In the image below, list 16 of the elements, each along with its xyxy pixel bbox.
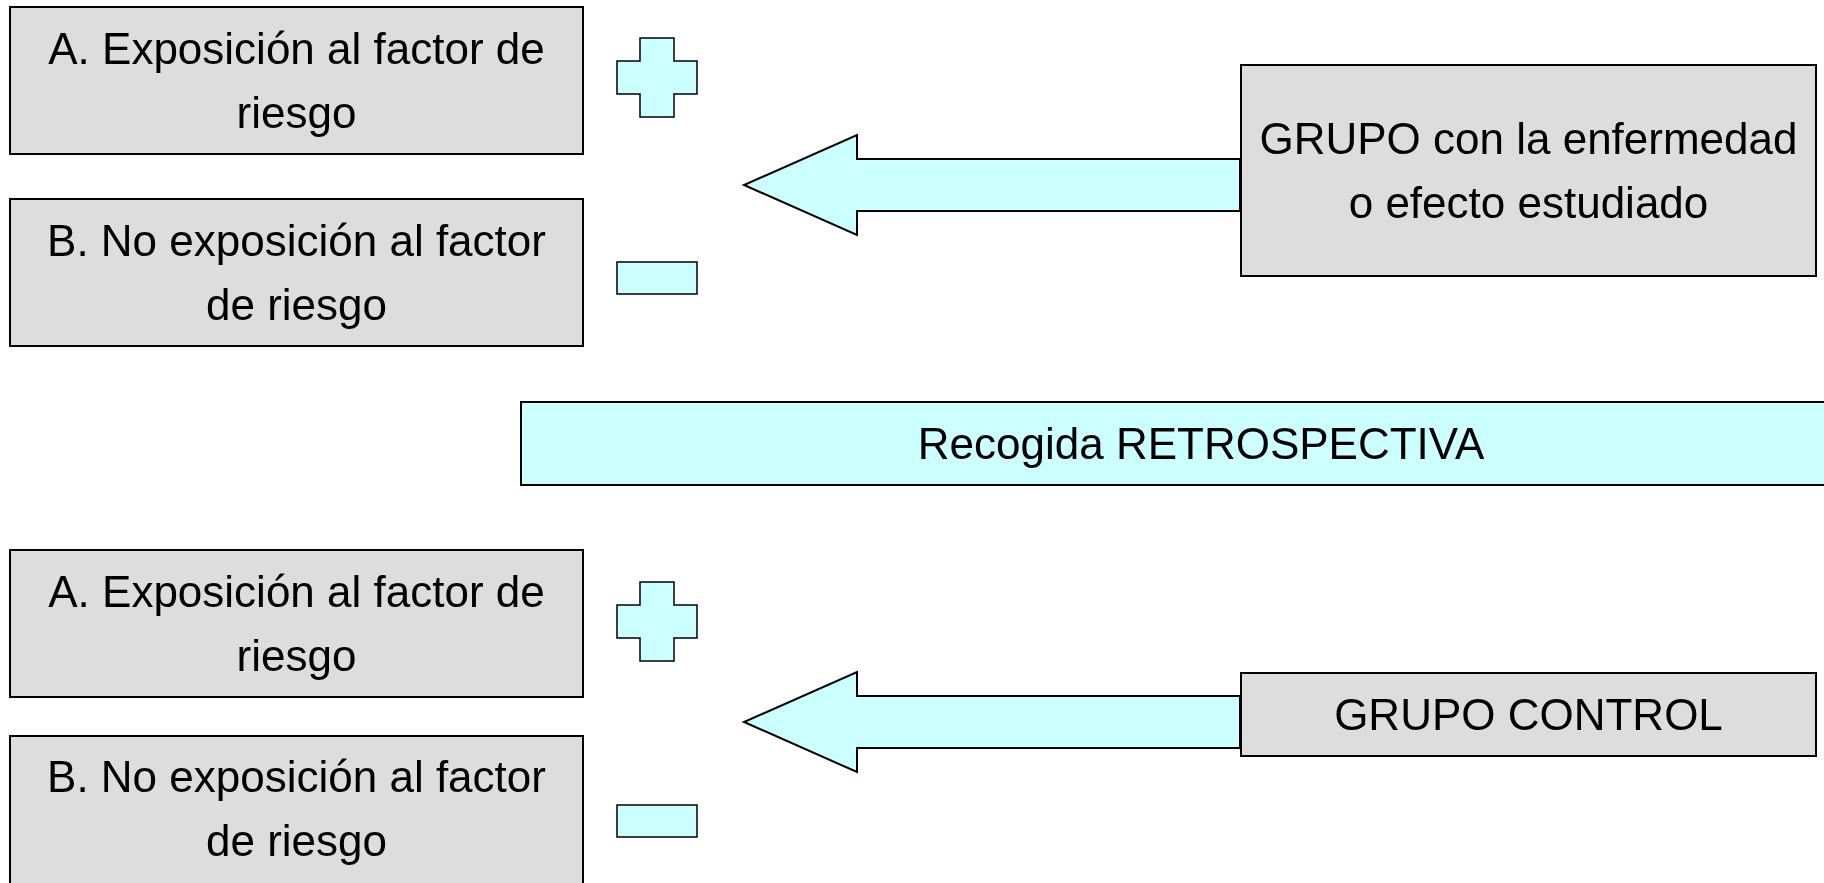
process-box <box>1240 64 1817 277</box>
box-label: B. No exposición al factor de riesgo <box>46 751 547 867</box>
banner-box <box>520 401 1824 486</box>
block-arrow <box>741 670 1241 774</box>
process-box <box>9 6 584 155</box>
box-label: A. Exposición al factor de riesgo <box>47 22 546 139</box>
box-label: GRUPO con la enfermedad o efecto estudiado <box>1258 112 1799 229</box>
block-arrow <box>741 133 1241 237</box>
box-label: B. No exposición al factor de riesgo <box>46 214 547 331</box>
process-box <box>9 198 584 347</box>
process-box <box>9 735 584 883</box>
process-box <box>1240 672 1817 757</box>
box-label: GRUPO CONTROL <box>1334 688 1723 741</box>
process-box <box>9 549 584 698</box>
box-label: A. Exposición al factor de riesgo <box>47 565 546 682</box>
box-label: Recogida RETROSPECTIVA <box>917 417 1485 470</box>
